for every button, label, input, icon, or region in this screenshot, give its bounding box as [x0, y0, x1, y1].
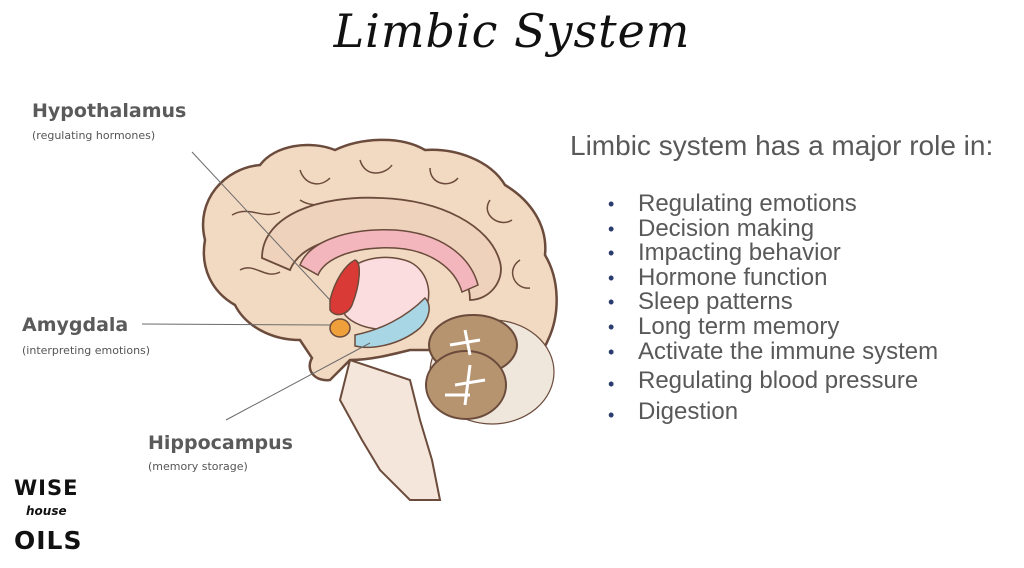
role-item: • Activate the immune system [608, 337, 939, 365]
wise-house-oils-logo: WISE house OILS [12, 476, 82, 562]
bullet-icon: • [608, 374, 615, 395]
role-item: • Regulating blood pressure [608, 364, 938, 395]
corpus-callosum [299, 229, 479, 294]
intro-text: Limbic system has a major role in: [570, 130, 994, 161]
hippocampus-region [354, 296, 430, 349]
hypothalamus-desc: (regulating hormones) [32, 129, 156, 142]
role-text: Long term memory [638, 312, 840, 340]
role-text: Sleep patterns [638, 288, 793, 316]
amygdala-label: Amygdala [22, 314, 129, 336]
amygdala-desc: (interpreting emotions) [22, 344, 151, 357]
role-text: Impacting behavior [638, 239, 841, 267]
logo-line1: WISE [14, 476, 79, 500]
hippocampus-label: Hippocampus [148, 432, 293, 454]
role-text: Activate the immune system [638, 337, 939, 365]
brain-stem [338, 358, 442, 501]
hypothalamus-label: Hypothalamus [32, 100, 187, 122]
role-text: Regulating emotions [638, 190, 857, 217]
role-item: • Regulating emotions [608, 192, 938, 217]
gyri-lines [231, 159, 531, 289]
bullet-icon: • [608, 341, 615, 362]
bullet-icon: • [608, 267, 615, 288]
amygdala-region [329, 318, 351, 338]
roles-list: • Regulating emotions • Decision making • I… [608, 192, 938, 426]
bullet-icon: • [608, 405, 615, 426]
role-item: • Digestion [608, 395, 938, 426]
hippocampus-leader [225, 342, 371, 421]
role-text: Hormone function [638, 263, 828, 291]
role-text: Digestion [638, 398, 739, 426]
thalamus [339, 256, 430, 330]
hippocampus-desc: (memory storage) [148, 460, 248, 473]
role-item: • Sleep patterns [608, 290, 938, 315]
hypothalamus-leader [191, 151, 331, 301]
role-text: Regulating blood pressure [638, 367, 919, 395]
bullet-icon: • [608, 292, 615, 313]
amygdala-leader [141, 323, 331, 326]
bullet-icon: • [608, 218, 615, 239]
role-item: • Decision making [608, 214, 938, 242]
logo-line3: OILS [14, 526, 83, 555]
bullet-icon: • [608, 316, 615, 337]
role-text: Decision making [638, 214, 815, 242]
bullet-icon: • [608, 194, 615, 214]
role-item: • Hormone function [608, 263, 938, 291]
role-item: • Long term memory [608, 312, 938, 340]
hypothalamus-region [329, 259, 360, 316]
role-item: • Impacting behavior [608, 241, 938, 266]
bullet-icon: • [608, 243, 615, 264]
page-title: Limbic System [333, 4, 691, 58]
arbor-vitae [445, 329, 486, 406]
logo-line2: house [26, 504, 67, 518]
